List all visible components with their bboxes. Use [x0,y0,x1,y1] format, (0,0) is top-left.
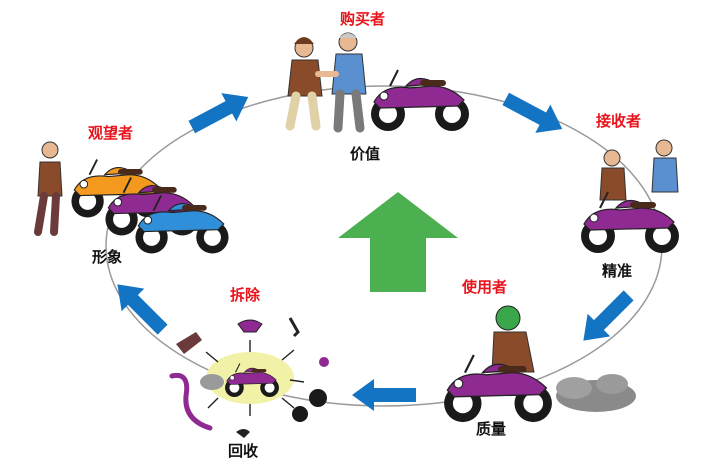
user-label: 使用者 [462,278,508,296]
watcher-illustration [34,141,230,255]
precision-label: 精准 [602,262,633,280]
dismantle-illustration [169,317,329,438]
value-label: 价值 [350,145,381,163]
buyer-illustration [285,32,470,133]
arrow-user-to-receiver-down [583,290,634,341]
arrow-buyer-to-receiver [502,92,563,133]
arrow-watcher-to-buyer [188,93,249,134]
image-label: 形象 [92,248,123,266]
user-illustration [443,305,636,424]
watcher-label: 观望者 [88,124,134,142]
quality-label: 质量 [476,420,507,438]
recycle-label: 回收 [228,442,259,460]
receiver-illustration [580,139,680,254]
center-up-arrow [338,192,458,292]
arrow-user-to-dismantle [352,379,416,411]
receiver-label: 接收者 [596,112,642,130]
dismantle-label: 拆除 [230,286,261,304]
buyer-label: 购买者 [340,10,386,28]
arrow-dismantle-to-watcher [117,284,168,335]
